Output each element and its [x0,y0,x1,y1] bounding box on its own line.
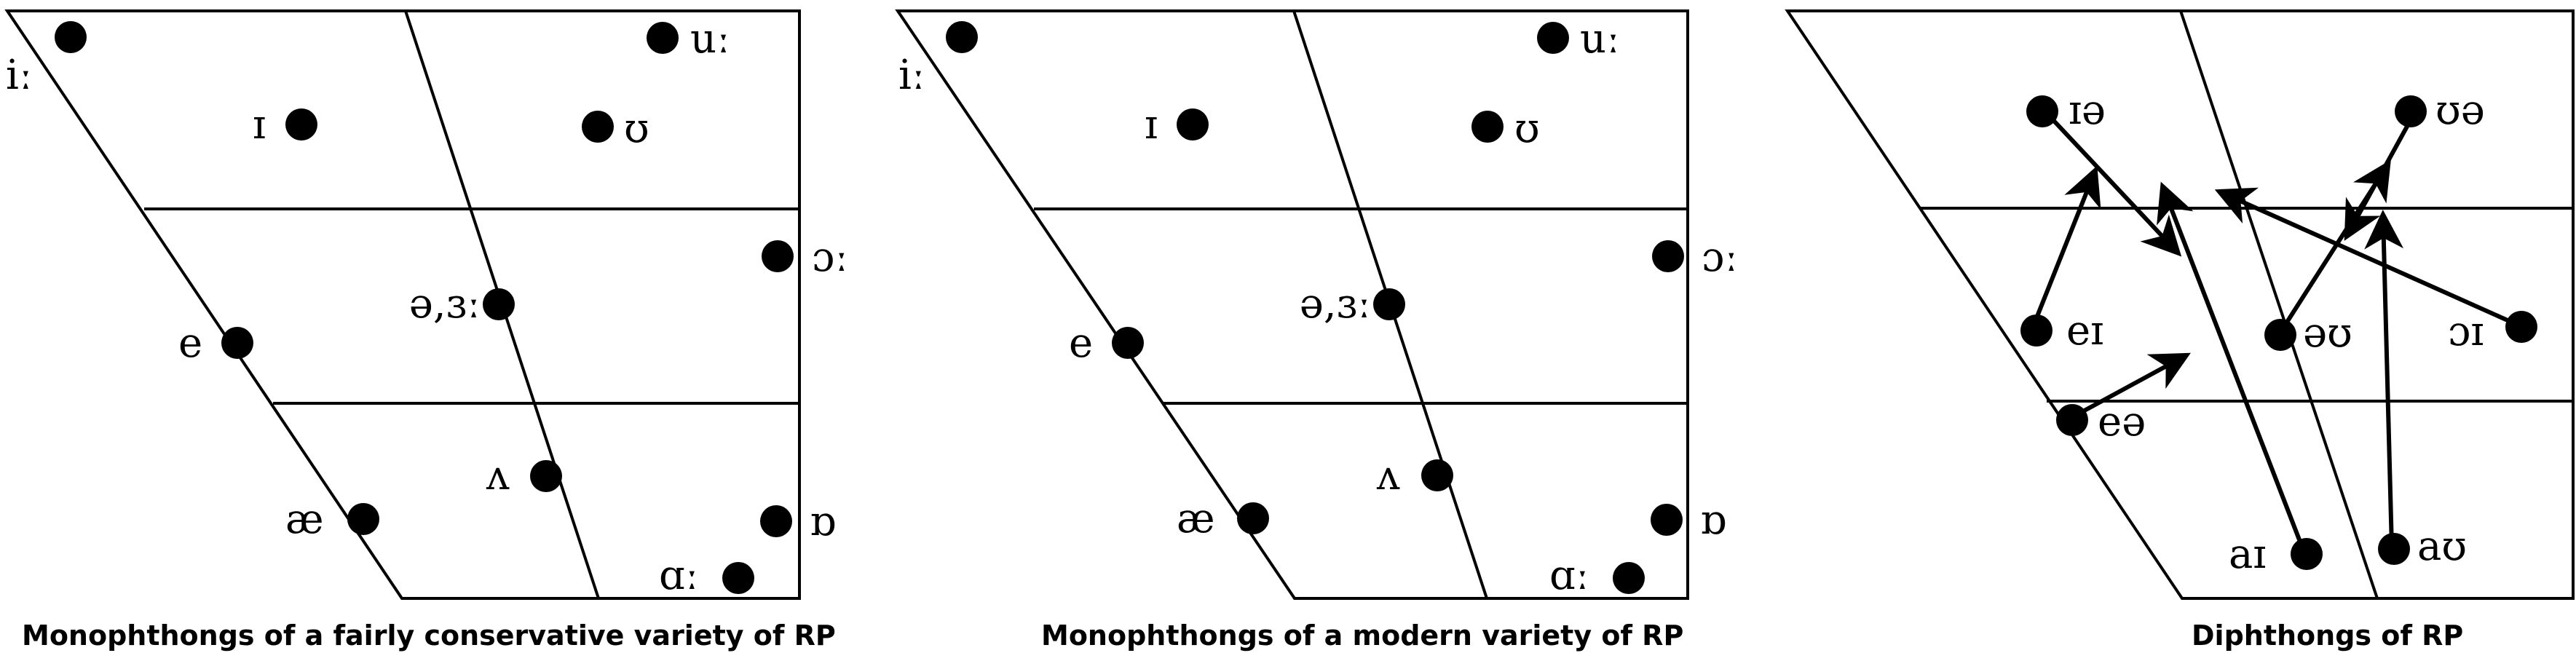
vowel-dot-u-long [1537,22,1569,54]
diphthong-label-ou: əʊ [2303,309,2352,357]
diphthong-dot-oi [2505,311,2537,343]
diphthong-label-ie: ɪə [2069,87,2106,134]
vowel-dot-i-long [55,21,87,53]
chart-conservative-rp: iː uː ɪ ʊ ɔː ə,ɜː e ʌ æ ɒ ɑː Monophthong… [4,9,848,652]
vowel-label-ash: æ [1177,495,1215,542]
vowel-label-schwa: ə,ɜː [1300,280,1371,328]
vowel-dot-open-back-long [722,562,754,594]
vowel-dot-schwa [483,288,515,320]
vowel-dot-open-mid-back-long [1652,240,1684,272]
diphthong-dot-ie [2026,95,2058,127]
vowel-label-near-close-front: ɪ [1145,101,1158,149]
vowel-trapezoid [4,9,801,600]
diphthong-label-ei: eɪ [2066,307,2103,355]
vowel-dot-wedge [530,460,562,492]
glide-arrow-oi [2214,187,2516,325]
vowel-label-u-long: uː [1580,15,1620,63]
vowel-label-open-back-rounded: ɒ [810,498,836,545]
vowel-label-open-back-long: ɑː [1549,552,1589,599]
vowel-label-wedge: ʌ [486,452,510,499]
diphthong-label-ai: aɪ [2229,531,2266,578]
vowel-label-open-back-long: ɑː [659,552,699,599]
diphthong-label-ee: eə [2098,398,2146,446]
vowel-label-i-long: iː [898,52,925,99]
diphthong-dot-ou [2264,319,2296,351]
glide-arrow-ei [2034,165,2101,320]
vowel-trapezoid [895,9,1689,600]
diphthong-glides [2034,118,2516,553]
vowel-label-u-long: uː [690,15,730,63]
vowel-dot-near-close-front [285,108,317,140]
vowel-label-near-close-back: ʊ [1514,105,1540,152]
vowel-dot-u-long [647,22,679,54]
vowel-dot-near-close-back [1471,111,1504,143]
glide-arrow-au [2364,210,2404,548]
glide-arrow-ai [2157,181,2306,553]
diphthong-dot-au [2378,533,2410,565]
diphthong-dot-ai [2291,538,2323,570]
glide-arrow-ee [2072,352,2191,419]
chart-caption: Monophthongs of a modern variety of RP [1041,620,1683,652]
chart-caption: Monophthongs of a fairly conservative va… [22,620,836,652]
vowel-dot-open-mid-back-long [762,240,794,272]
glide-arrow-ue [2344,122,2411,241]
vowel-label-near-close-front: ɪ [253,101,266,149]
vowel-dot-wedge [1421,459,1453,491]
diphthong-dot-ee [2056,404,2088,436]
vowel-points: iː uː ɪ ʊ ɔː ə,ɜː e ʌ æ ɒ ɑː [898,15,1738,599]
vowel-dot-open-back-rounded [760,505,792,537]
diphthong-label-ue: ʊə [2435,87,2485,134]
vowel-label-wedge: ʌ [1376,452,1400,499]
vowel-label-ash: æ [285,496,324,543]
vowel-label-open-mid-back-long: ɔː [1702,234,1738,281]
vowel-points: iː uː ɪ ʊ ɔː ə,ɜː e ʌ æ ɒ ɑː [6,15,848,599]
vowel-dot-near-close-back [582,111,614,143]
vowel-points: ɪə ʊə eɪ əʊ ɔɪ eə aɪ aʊ [2020,87,2537,578]
vowel-label-open-back-rounded: ɒ [1700,496,1726,544]
vowel-label-open-mid-back-long: ɔː [812,234,848,281]
vowel-label-e: e [1069,320,1093,367]
trapezoid-outline [4,9,801,600]
vowel-label-near-close-back: ʊ [624,105,649,152]
vowel-dot-e [1112,327,1144,359]
vowel-dot-open-back-rounded [1651,504,1683,536]
vowel-label-schwa: ə,ɜː [409,280,481,328]
vowel-dot-e [221,327,253,359]
diphthong-dot-ue [2395,95,2427,127]
trapezoid-outline [895,9,1689,600]
diphthong-label-oi: ɔɪ [2448,308,2484,355]
glide-arrow-ie [2051,118,2182,257]
vowel-dot-near-close-front [1177,108,1209,140]
vowel-dot-ash [347,503,379,535]
chart-caption: Diphthongs of RP [2192,620,2463,652]
vowel-dot-i-long [946,21,978,53]
diphthong-label-au: aʊ [2417,523,2467,570]
chart-diphthongs-rp: ɪə ʊə eɪ əʊ ɔɪ eə aɪ aʊ Diphthongs of RP [1785,9,2575,652]
vowel-label-e: e [178,320,202,367]
vowel-dot-schwa [1373,288,1405,320]
vowel-label-i-long: iː [6,52,33,99]
vowel-dot-open-back-long [1613,562,1645,594]
diphthong-dot-ei [2020,314,2052,347]
vowel-dot-ash [1237,502,1269,534]
central-vowel-line [2179,10,2379,599]
chart-modern-rp: iː uː ɪ ʊ ɔː ə,ɜː e ʌ æ ɒ ɑː Monophthong… [895,9,1738,652]
